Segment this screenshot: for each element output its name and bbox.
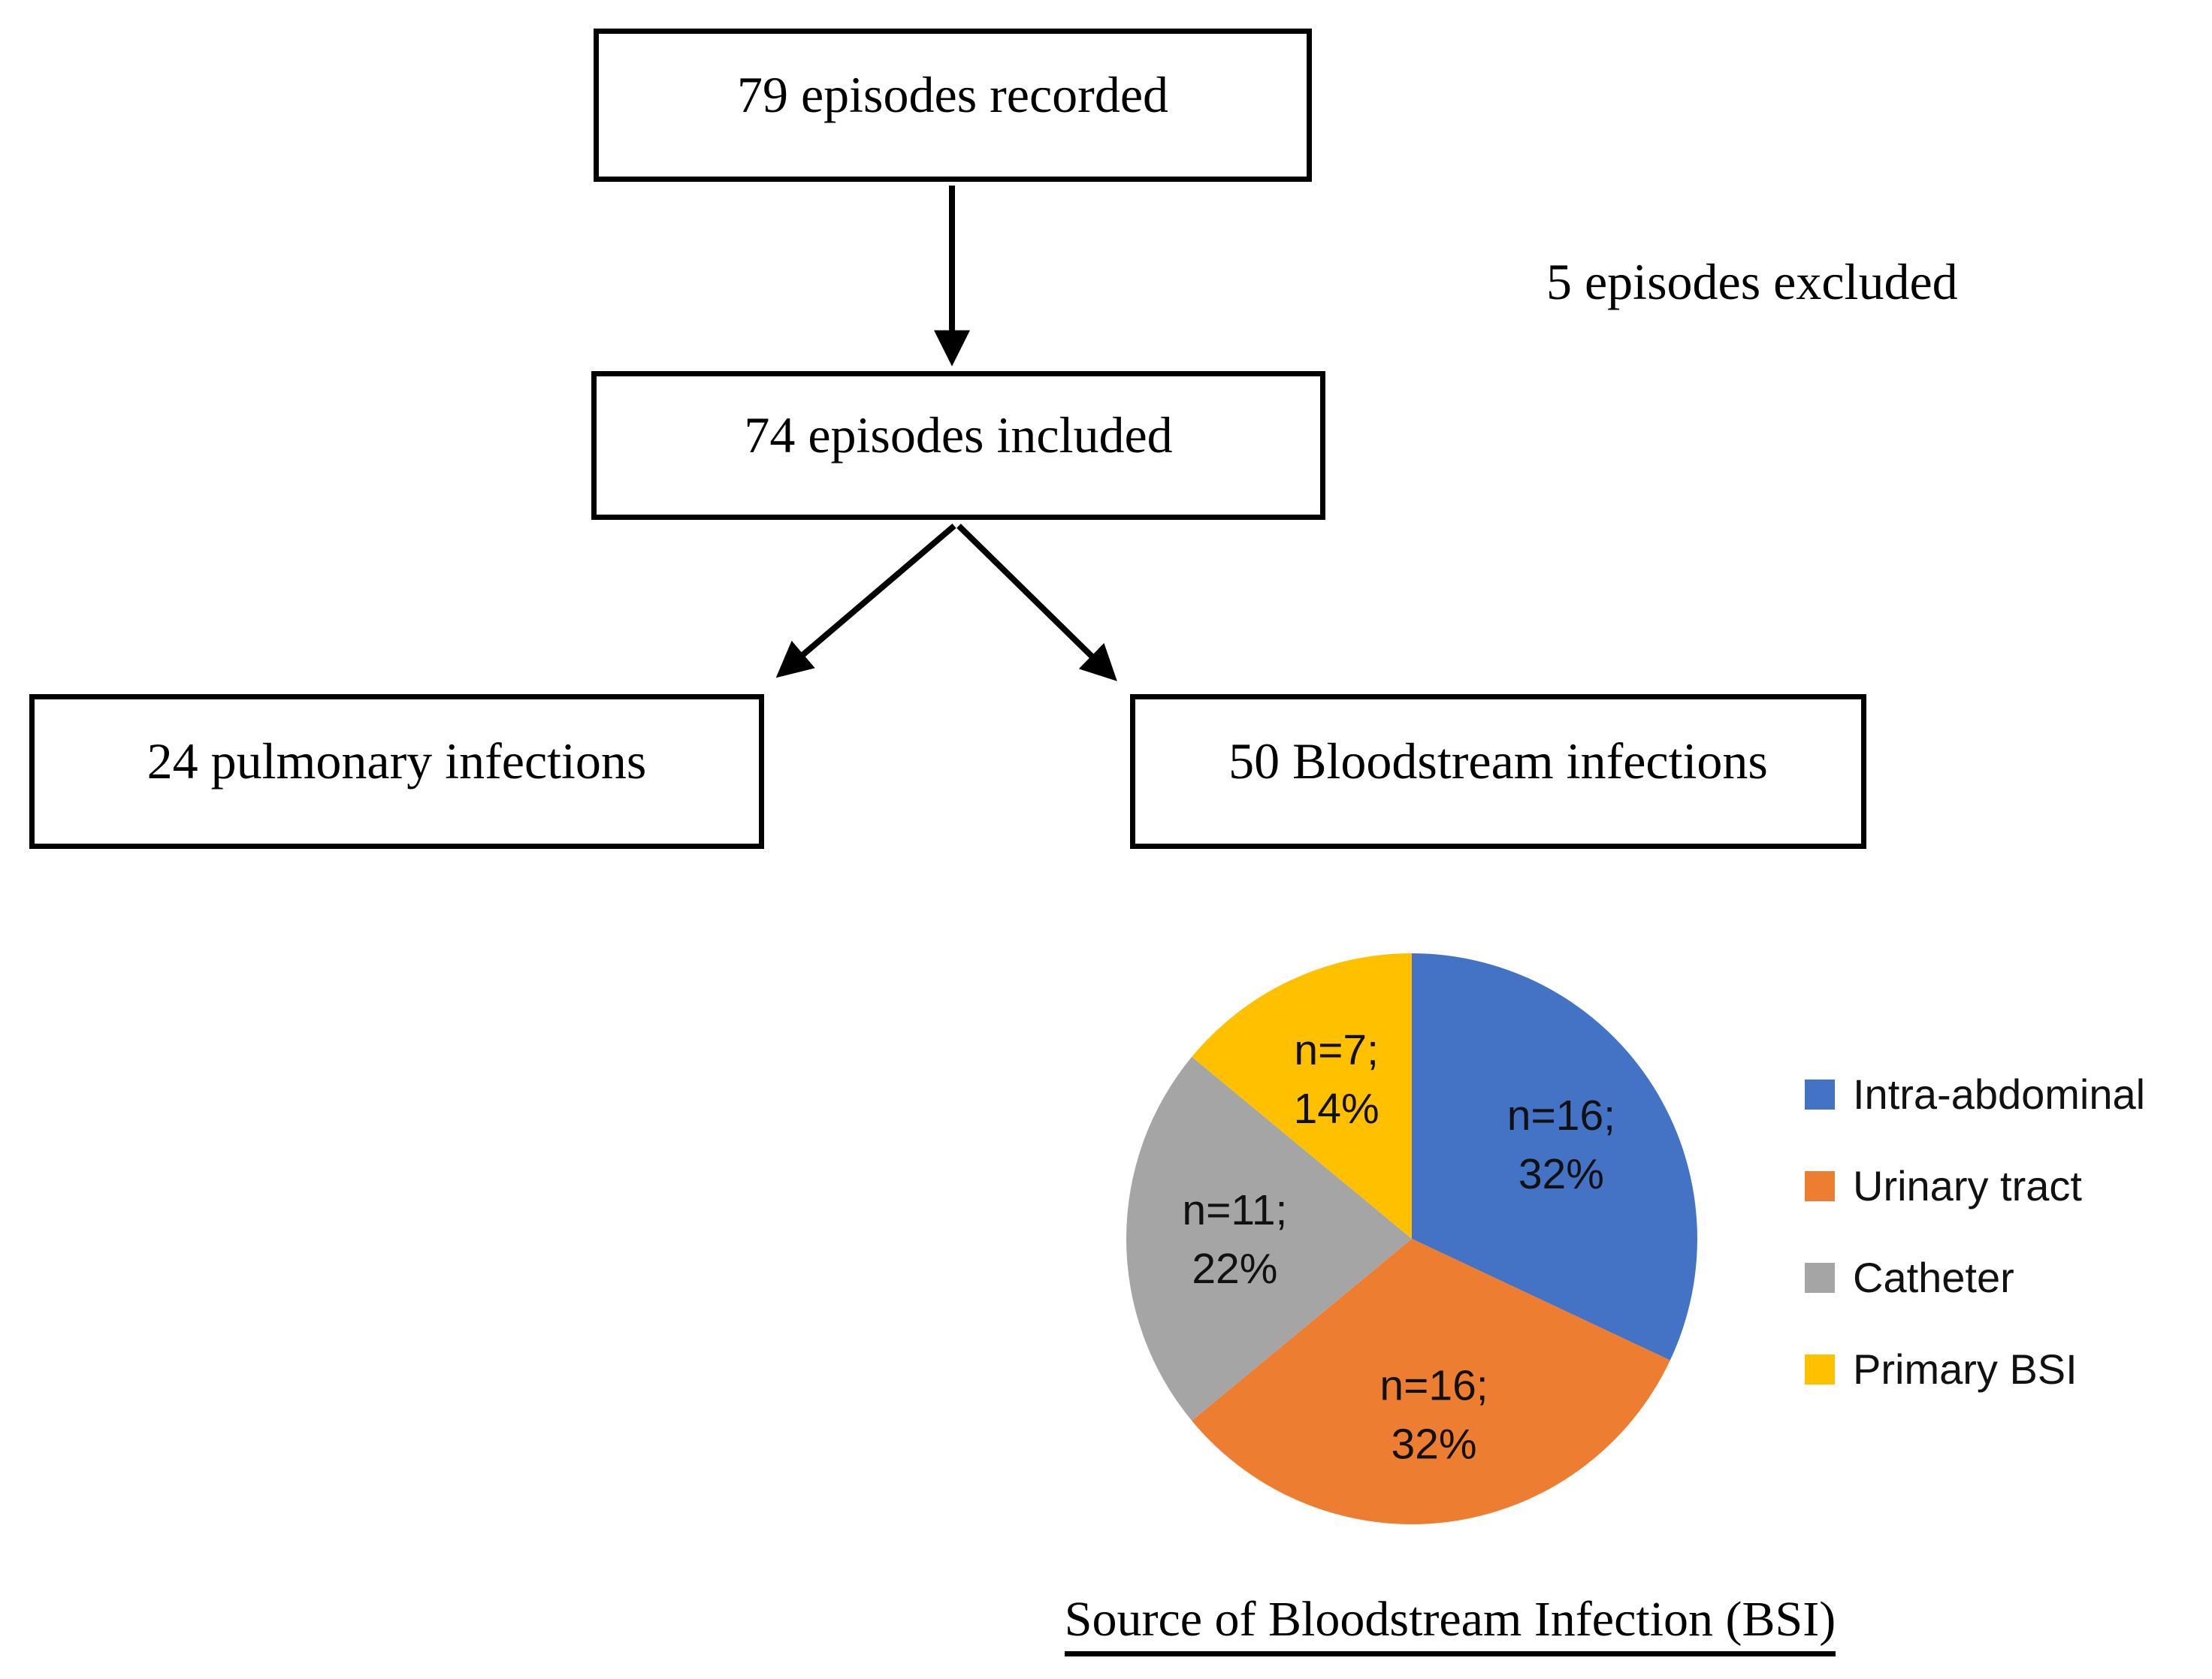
legend-item-urinary-tract: Urinary tract <box>1805 1165 2145 1207</box>
arrow-included-to-pulmonary-icon <box>775 523 956 678</box>
legend-label-urinary-tract: Urinary tract <box>1853 1162 2082 1209</box>
pie-data-label-primary-bsi: n=7;14% <box>1294 1026 1379 1133</box>
pie-data-label-urinary-tract: n=16;32% <box>1379 1362 1488 1469</box>
flow-box-pulmonary-infections-label: 24 pulmonary infections <box>147 732 647 790</box>
legend-label-intra-abdominal: Intra-abdominal <box>1853 1071 2146 1118</box>
legend-swatch-catheter-icon <box>1805 1263 1835 1293</box>
pie-slice-primary-bsi <box>1192 953 1412 1239</box>
flow-box-bloodstream-infections: 50 Bloodstream infections <box>1130 694 1866 849</box>
chart-caption: Source of Bloodstream Infection (BSI) <box>969 1591 1931 1656</box>
flow-box-episodes-recorded-label: 79 episodes recorded <box>736 65 1168 123</box>
flow-box-episodes-recorded: 79 episodes recorded <box>594 29 1312 182</box>
flow-box-pulmonary-infections: 24 pulmonary infections <box>29 694 764 849</box>
excluded-note: 5 episodes excluded <box>1546 253 1958 310</box>
pie-data-label-catheter: n=11;22% <box>1182 1186 1287 1293</box>
legend-label-primary-bsi: Primary BSI <box>1853 1345 2078 1393</box>
legend-label-catheter: Catheter <box>1853 1254 2014 1301</box>
legend-swatch-intra-abdominal-icon <box>1805 1080 1835 1110</box>
legend-swatch-urinary-tract-icon <box>1805 1171 1835 1201</box>
pie-slice-catheter <box>1126 1056 1412 1421</box>
pie-data-label-intra-abdominal: n=16;32% <box>1507 1092 1615 1198</box>
pie-slice-intra-abdominal <box>1412 953 1697 1360</box>
arrow-included-to-bloodstream-icon <box>956 524 1117 681</box>
legend-swatch-primary-bsi-icon <box>1805 1354 1835 1385</box>
legend-item-intra-abdominal: Intra-abdominal <box>1805 1074 2145 1116</box>
flow-box-bloodstream-infections-label: 50 Bloodstream infections <box>1228 732 1768 790</box>
flow-box-episodes-included: 74 episodes included <box>591 371 1325 520</box>
legend-item-catheter: Catheter <box>1805 1257 2145 1299</box>
legend-item-primary-bsi: Primary BSI <box>1805 1348 2145 1391</box>
chart-caption-text: Source of Bloodstream Infection (BSI) <box>1064 1591 1836 1656</box>
pie-chart: n=16;32% n=16;32% n=11;22%n=7;14% <box>1126 953 1697 1524</box>
pie-slice-urinary-tract <box>1192 1239 1670 1524</box>
flow-box-episodes-included-label: 74 episodes included <box>744 406 1173 464</box>
